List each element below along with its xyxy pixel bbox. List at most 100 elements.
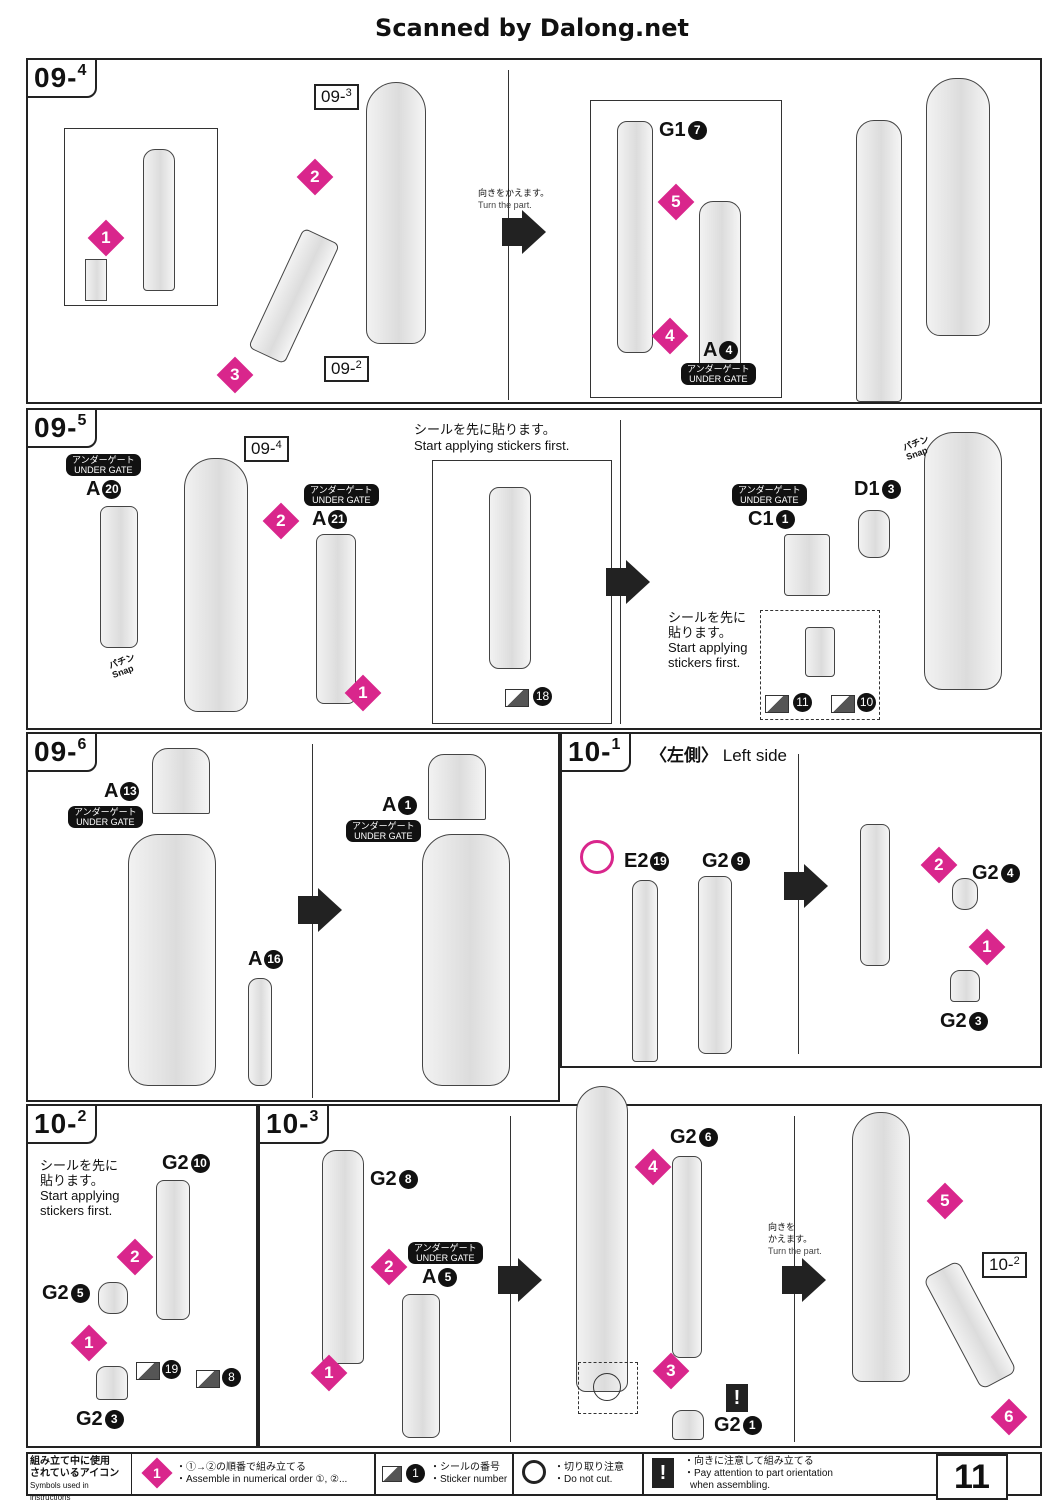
order-badge-2: 2 bbox=[296, 158, 334, 196]
order-badge-2: 2 bbox=[370, 1248, 408, 1286]
part-shape bbox=[96, 1366, 128, 1400]
next-arrow bbox=[606, 560, 650, 604]
order-badge-5: 5 bbox=[657, 183, 695, 221]
step-number-10-2: 10-2 bbox=[26, 1104, 98, 1144]
order-badge-1: 1 bbox=[70, 1324, 108, 1362]
order-badge-6: 6 bbox=[990, 1398, 1028, 1436]
turn-text-jp: 向きをかえます。 bbox=[478, 188, 550, 198]
ref-label-10-2: 10-2 bbox=[982, 1252, 1027, 1278]
step-number-10-1: 10-1 bbox=[560, 732, 632, 772]
order-badge-3: 3 bbox=[652, 1352, 690, 1390]
part-shape bbox=[100, 506, 138, 648]
step-number-09-4: 09-4 bbox=[26, 58, 98, 98]
part-shape bbox=[85, 259, 107, 301]
part-shape bbox=[950, 970, 980, 1002]
part-shape bbox=[922, 1259, 1018, 1391]
inset-box: 18 bbox=[432, 460, 612, 724]
watermark: Scanned by Dalong.net bbox=[375, 14, 689, 42]
legend-cut-text: ・切り取り注意 ・Do not cut. bbox=[554, 1462, 624, 1485]
turn-text-jp-a: 向きを bbox=[768, 1222, 796, 1232]
page-number: 11 bbox=[936, 1454, 1008, 1500]
panel-09-4: 09-4 1 09-3 2 3 09-2 向きをかえます。 Turn the p… bbox=[26, 58, 1042, 404]
order-badge-2: 2 bbox=[920, 846, 958, 884]
stickers-note-en-b: stickers first. bbox=[668, 655, 741, 670]
turn-text-en: Turn the part. bbox=[768, 1246, 822, 1256]
legend-divider bbox=[374, 1454, 376, 1494]
legend-order-badge: 1 bbox=[141, 1457, 173, 1489]
ref-label-09-4: 09-4 bbox=[244, 436, 289, 462]
part-shape bbox=[632, 880, 658, 1062]
stickers-note-jp-b: 貼ります。 bbox=[668, 625, 732, 640]
sticker-icon bbox=[196, 1370, 220, 1388]
part-shape bbox=[98, 1282, 128, 1314]
stickers-note-en-a: Start applying bbox=[40, 1188, 120, 1203]
sticker-detail-box: 11 10 bbox=[760, 610, 880, 720]
stickers-first-jp: シールを先に貼ります。 bbox=[414, 422, 556, 437]
part-shape bbox=[860, 824, 890, 966]
part-shape bbox=[698, 876, 732, 1054]
next-arrow bbox=[498, 1258, 542, 1302]
step-number-10-3: 10-3 bbox=[258, 1104, 330, 1144]
part-shape bbox=[784, 534, 830, 596]
panel-10-2: 10-2 シールを先に 貼ります。 Start applying sticker… bbox=[26, 1104, 258, 1448]
step-number-09-6: 09-6 bbox=[26, 732, 98, 772]
part-shape bbox=[672, 1410, 704, 1440]
part-shape bbox=[184, 458, 248, 712]
attention-icon: ! bbox=[726, 1384, 748, 1412]
step-number-09-5: 09-5 bbox=[26, 408, 98, 448]
part-shape bbox=[805, 627, 835, 677]
turn-text-jp-b: かえます。 bbox=[768, 1234, 813, 1244]
do-not-cut-icon bbox=[580, 840, 614, 874]
sticker-number-11: 11 bbox=[793, 693, 812, 712]
part-shape bbox=[617, 121, 653, 353]
divider bbox=[798, 754, 799, 1054]
sticker-number-10: 10 bbox=[857, 693, 876, 712]
part-shape bbox=[247, 227, 341, 365]
part-shape bbox=[143, 149, 175, 291]
legend-bar: 組み立て中に使用 されているアイコン Symbols used in instr… bbox=[26, 1452, 1042, 1502]
legend-sticker-number: 1 bbox=[406, 1464, 425, 1483]
stickers-note-jp-a: シールを先に bbox=[40, 1158, 119, 1173]
side-title: 〈左側〉 Left side bbox=[650, 746, 787, 765]
ref-label-09-3: 09-3 bbox=[314, 84, 359, 110]
part-shape bbox=[856, 120, 902, 402]
part-shape bbox=[852, 1112, 910, 1382]
part-shape bbox=[858, 510, 890, 558]
sticker-number-19: 19 bbox=[162, 1360, 181, 1379]
order-badge-4: 4 bbox=[651, 317, 689, 355]
part-shape bbox=[322, 1150, 364, 1364]
part-shape bbox=[428, 754, 486, 820]
part-shape bbox=[156, 1180, 190, 1320]
part-shape bbox=[316, 534, 356, 704]
next-arrow bbox=[298, 888, 342, 932]
turn-text-en: Turn the part. bbox=[478, 200, 532, 210]
stickers-note-jp-b: 貼ります。 bbox=[40, 1173, 104, 1188]
sticker-icon bbox=[831, 695, 855, 713]
order-badge-2: 2 bbox=[262, 502, 300, 540]
order-badge-1: 1 bbox=[968, 928, 1006, 966]
next-arrow bbox=[502, 210, 546, 254]
detail-box bbox=[578, 1362, 638, 1414]
part-shape bbox=[926, 78, 990, 336]
